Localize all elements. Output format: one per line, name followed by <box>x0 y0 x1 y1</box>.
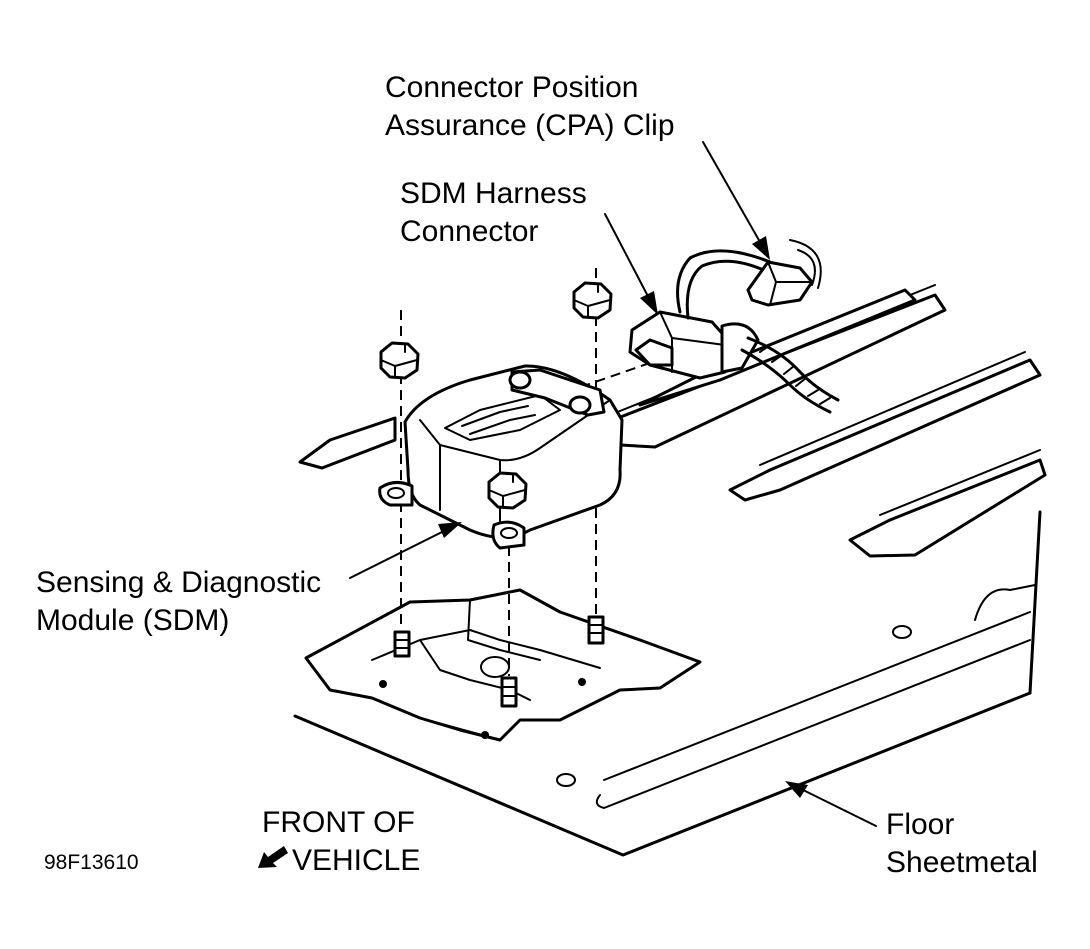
cpa-clip-assembly <box>676 239 822 320</box>
floor-sheetmetal-line1: Floor <box>886 808 955 841</box>
cpa-clip-label-line2: Assurance (CPA) Clip <box>385 109 675 142</box>
sdm-module <box>378 364 624 550</box>
sdm-module-label-line1: Sensing & Diagnostic <box>36 566 322 599</box>
front-of-vehicle-label: FRONT OF VEHICLE <box>262 804 420 880</box>
front-of-vehicle-line1: FRONT OF <box>262 806 415 839</box>
figure-number: 98F13610 <box>44 851 139 874</box>
sdm-harness-connector-label: SDM Harness Connector <box>400 175 587 251</box>
floor-sheetmetal-label: Floor Sheetmetal <box>886 806 1038 882</box>
sdm-harness-label-line2: Connector <box>400 215 539 248</box>
sdm-module-label: Sensing & Diagnostic Module (SDM) <box>36 564 321 640</box>
front-arrow-icon <box>258 846 288 868</box>
sdm-harness-label-line1: SDM Harness <box>400 177 587 210</box>
leader-lines <box>349 141 877 827</box>
cpa-clip-label: Connector Position Assurance (CPA) Clip <box>385 69 675 145</box>
floor-sheetmetal <box>293 510 1042 857</box>
mounting-nuts <box>379 281 613 510</box>
sdm-module-label-line2: Module (SDM) <box>36 604 230 637</box>
front-of-vehicle-line2: VEHICLE <box>292 844 421 877</box>
floor-sheetmetal-line2: Sheetmetal <box>886 846 1038 879</box>
mounting-bracket <box>304 588 702 742</box>
sdm-harness-connector <box>628 310 840 414</box>
cpa-clip-label-line1: Connector Position <box>385 71 639 104</box>
mounting-studs <box>393 615 605 708</box>
